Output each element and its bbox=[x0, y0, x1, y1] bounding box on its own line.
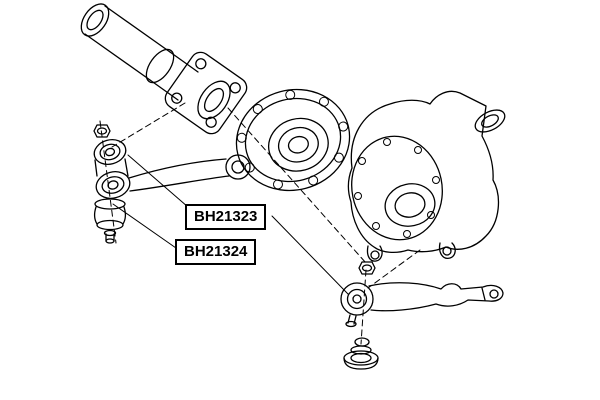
front-bushing-stack bbox=[93, 198, 127, 244]
housing-bolt-holes bbox=[354, 138, 440, 238]
rear-mount-nut bbox=[358, 261, 376, 275]
differential-housing-drawing bbox=[347, 90, 506, 262]
front-upper-bushing bbox=[93, 139, 127, 165]
side-cover-drawing bbox=[235, 88, 351, 192]
part-label-bh21323: BH21323 bbox=[185, 204, 267, 230]
front-lower-bushing bbox=[95, 171, 131, 199]
front-mount-nut bbox=[93, 124, 111, 138]
front-arm-drawing bbox=[93, 124, 251, 244]
rear-bushing-stack bbox=[343, 337, 379, 370]
cover-bolt-holes bbox=[236, 89, 349, 190]
part-label-bh21324: BH21324 bbox=[175, 239, 257, 265]
leader-lines bbox=[112, 154, 349, 295]
rear-arm-drawing bbox=[340, 261, 504, 370]
shaft-flange-plate bbox=[164, 51, 248, 135]
propeller-shaft-drawing bbox=[80, 3, 248, 135]
